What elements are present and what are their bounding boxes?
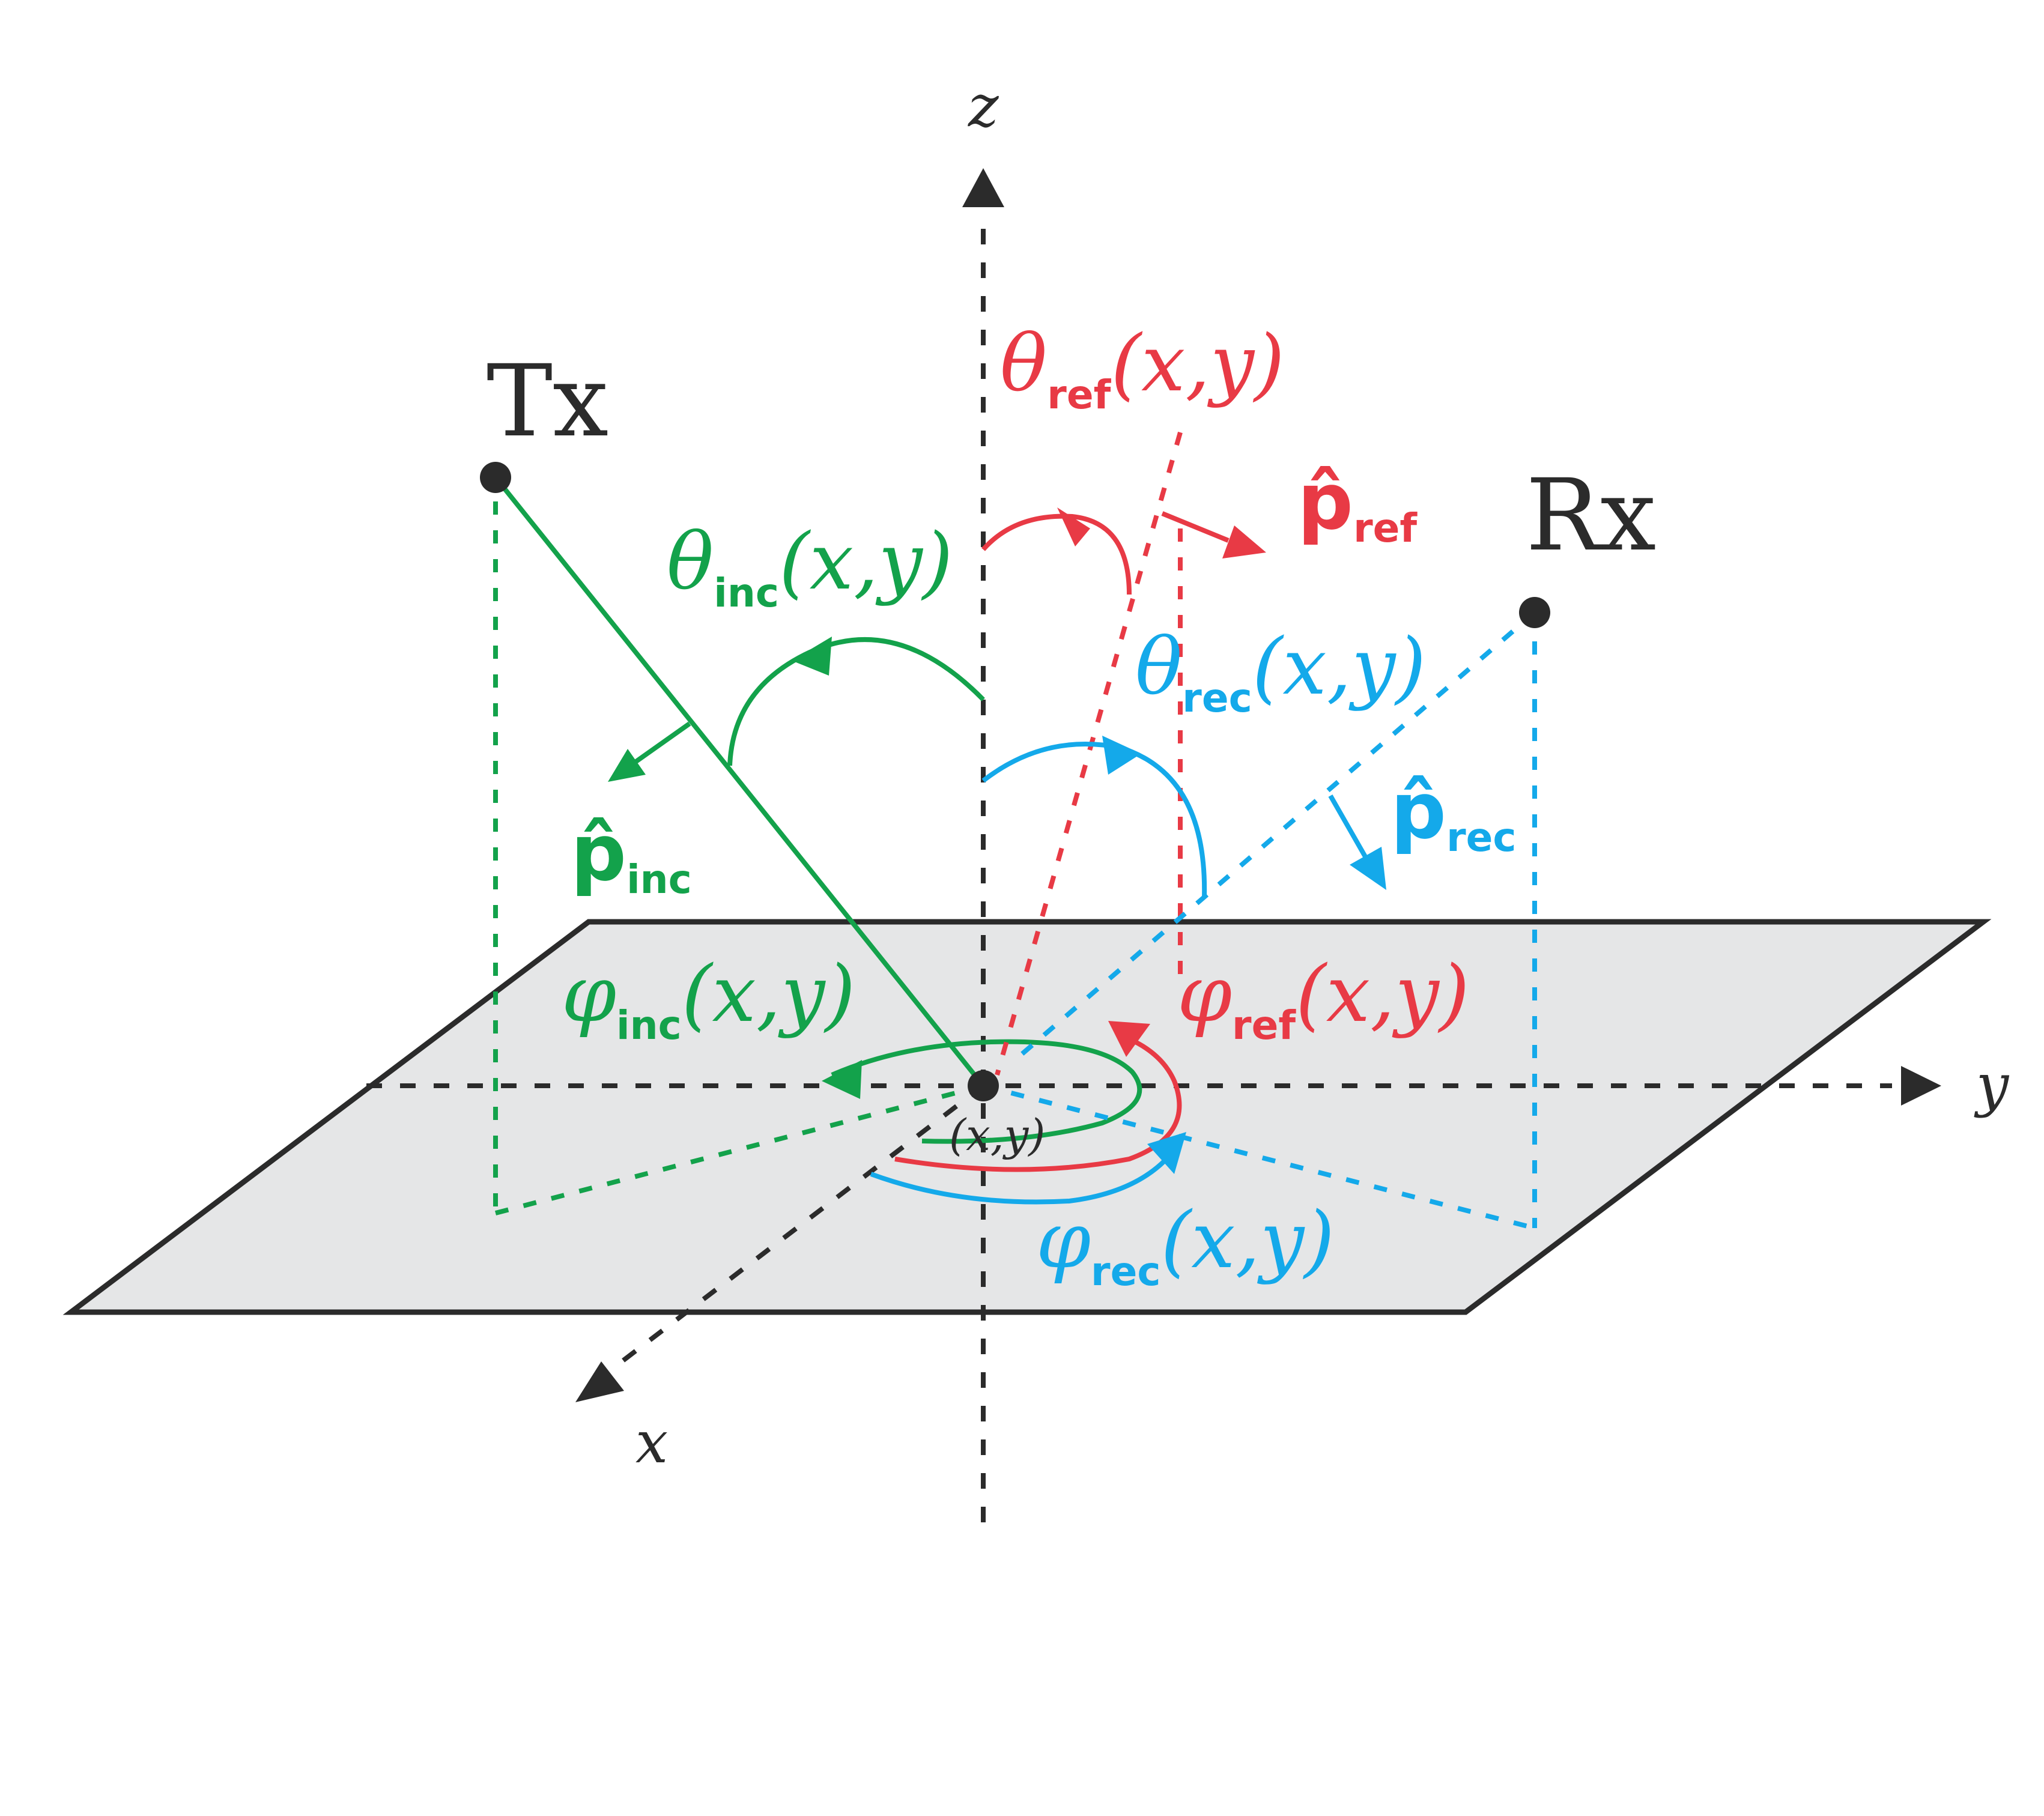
- phi-ref-symbol: φ: [1177, 948, 1232, 1040]
- axes: [366, 222, 1892, 1522]
- tx-point: [480, 462, 511, 493]
- p-inc-symbol: p̂: [571, 807, 626, 898]
- incident-ray: [493, 476, 986, 1088]
- theta-inc-subscript: inc: [714, 570, 779, 616]
- p-ref-label: p̂ref: [1297, 456, 1418, 551]
- phi-inc-argument: (x,y): [682, 948, 856, 1040]
- phi-rec-arrowhead: [1147, 1132, 1186, 1174]
- z-axis-arrowhead: [962, 168, 1004, 207]
- z-axis-label: z: [968, 73, 999, 140]
- rx-label: Rx: [1526, 458, 1656, 573]
- p-rec-label: p̂rec: [1390, 765, 1517, 861]
- p-rec-arrowhead: [1350, 847, 1386, 890]
- p-rec-symbol: p̂: [1390, 765, 1446, 856]
- p-inc-arrowhead: [608, 749, 646, 782]
- ground-plane: [62, 919, 1992, 1315]
- x-axis-arrowhead: [575, 1361, 624, 1402]
- tx-label: Tx: [487, 344, 608, 459]
- p-inc-subscript: inc: [626, 856, 692, 903]
- theta-rec-arc: [981, 742, 1207, 898]
- phi-inc-subscript: inc: [616, 1002, 682, 1049]
- reflected-ray: [995, 431, 1183, 1076]
- theta-inc-arrowhead: [792, 637, 832, 676]
- phi-rec-argument: (x,y): [1160, 1194, 1335, 1286]
- theta-inc-arc: [727, 637, 985, 766]
- phi-ref-subscript: ref: [1232, 1002, 1296, 1049]
- theta-inc-symbol: θ: [667, 516, 714, 607]
- phi-rec-arc: [870, 1148, 1177, 1205]
- theta-ref-argument: (x,y): [1111, 318, 1285, 409]
- phi-inc-label: φinc(x,y): [562, 948, 855, 1049]
- phi-ref-label: φref(x,y): [1177, 948, 1470, 1049]
- rx-point: [1519, 597, 1550, 628]
- phi-inc-symbol: φ: [562, 948, 616, 1040]
- theta-rec-symbol: θ: [1135, 621, 1182, 712]
- theta-ref-arc: [981, 513, 1132, 595]
- rx-ground-projection: [983, 1083, 1535, 1230]
- p-ref-arrow-line: [1161, 511, 1230, 543]
- phi-inc-ellipse: [831, 1039, 1142, 1144]
- p-inc-label: p̂inc: [571, 807, 692, 903]
- theta-ref-symbol: θ: [1000, 318, 1047, 409]
- phi-rec-subscript: rec: [1091, 1248, 1160, 1295]
- theta-ref-arrowhead: [1057, 507, 1090, 546]
- p-rec-subscript: rec: [1446, 814, 1516, 861]
- theta-ref-label: θref(x,y): [1000, 318, 1285, 418]
- origin-label: (x,y): [949, 1110, 1045, 1160]
- reflected-geometry: [894, 431, 1230, 1172]
- phi-inc-arrowhead: [822, 1060, 862, 1099]
- phi-ref-arrowhead: [1108, 1021, 1150, 1057]
- theta-rec-subscript: rec: [1182, 675, 1252, 721]
- phi-rec-symbol: φ: [1036, 1194, 1091, 1286]
- x-axis-label: x: [635, 1409, 668, 1476]
- phi-ref-argument: (x,y): [1296, 948, 1470, 1040]
- y-axis-label: y: [1974, 1052, 2010, 1119]
- origin-point: [968, 1070, 999, 1101]
- theta-rec-label: θrec(x,y): [1135, 621, 1426, 721]
- p-ref-subscript: ref: [1353, 505, 1418, 551]
- theta-rec-argument: (x,y): [1252, 621, 1427, 712]
- theta-inc-label: θinc(x,y): [667, 516, 953, 616]
- theta-inc-argument: (x,y): [779, 516, 953, 607]
- y-axis-arrowhead: [1901, 1066, 1941, 1106]
- p-rec-arrow-line: [1328, 795, 1369, 860]
- phi-rec-label: φrec(x,y): [1036, 1194, 1335, 1295]
- phi-ref-arc: [894, 1037, 1182, 1172]
- theta-ref-subscript: ref: [1047, 372, 1111, 418]
- theta-rec-arrowhead: [1102, 736, 1141, 775]
- p-ref-symbol: p̂: [1297, 456, 1353, 547]
- p-ref-arrowhead: [1222, 525, 1266, 558]
- x-axis-line: [614, 1083, 985, 1369]
